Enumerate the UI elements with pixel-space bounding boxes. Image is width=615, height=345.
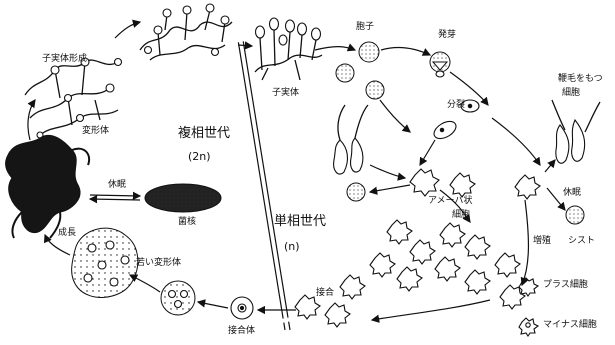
legend-minus-cell: マイナス細胞 bbox=[543, 320, 597, 331]
label-proliferation: 増殖 bbox=[533, 236, 551, 247]
legend-shapes bbox=[519, 278, 538, 336]
generation-divider bbox=[229, 38, 297, 330]
label-fruiting-body: 子実体 bbox=[272, 88, 299, 99]
young-plasmodium bbox=[72, 228, 138, 297]
label-cyst: シスト bbox=[568, 236, 595, 247]
label-growth: 成長 bbox=[58, 228, 76, 239]
sclerotium bbox=[145, 184, 221, 212]
flagellated-cells bbox=[552, 100, 600, 163]
developing-fruiting-bodies bbox=[140, 4, 232, 60]
label-fruiting-formation: 子実体形成 bbox=[42, 54, 87, 65]
label-dormancy-left: 休眠 bbox=[108, 180, 126, 191]
germinating-spore bbox=[430, 52, 450, 77]
label-young-plasmodium: 若い変形体 bbox=[136, 258, 181, 269]
label-fusion: 接合 bbox=[316, 288, 334, 299]
label-flagellate-line2: 細胞 bbox=[562, 88, 580, 99]
legend-plus-cell: プラス細胞 bbox=[543, 280, 588, 291]
label-zygote: 接合体 bbox=[228, 326, 255, 337]
label-haploid-generation: 単相世代 bbox=[274, 214, 326, 229]
label-germination: 発芽 bbox=[438, 30, 456, 41]
label-dormancy-right: 休眠 bbox=[563, 188, 581, 199]
young-plasmodium-small bbox=[161, 281, 195, 315]
label-flagellate-line1: 鞭毛をもつ bbox=[558, 74, 603, 85]
label-division: 分裂 bbox=[447, 100, 465, 111]
zygote bbox=[231, 297, 253, 319]
label-haploid-n: (n) bbox=[284, 240, 300, 253]
label-plasmodium: 変形体 bbox=[82, 126, 109, 137]
label-amoeba-line1: アメーバ状 bbox=[428, 196, 472, 207]
mature-plasmodium bbox=[6, 135, 89, 238]
label-diploid-generation: 複相世代 bbox=[178, 126, 230, 141]
mature-sporangia bbox=[255, 18, 322, 80]
label-amoeba-line2: 細胞 bbox=[452, 210, 470, 221]
label-diploid-n: (2n) bbox=[188, 150, 211, 163]
spores bbox=[336, 42, 384, 99]
label-sclerotium: 菌核 bbox=[178, 217, 196, 228]
flagellated-cells-left bbox=[334, 105, 368, 174]
amoeboid-cells bbox=[410, 169, 540, 199]
proliferating-amoebae bbox=[295, 220, 525, 327]
label-spore: 胞子 bbox=[356, 22, 374, 33]
dormancy-arrow bbox=[90, 195, 140, 200]
